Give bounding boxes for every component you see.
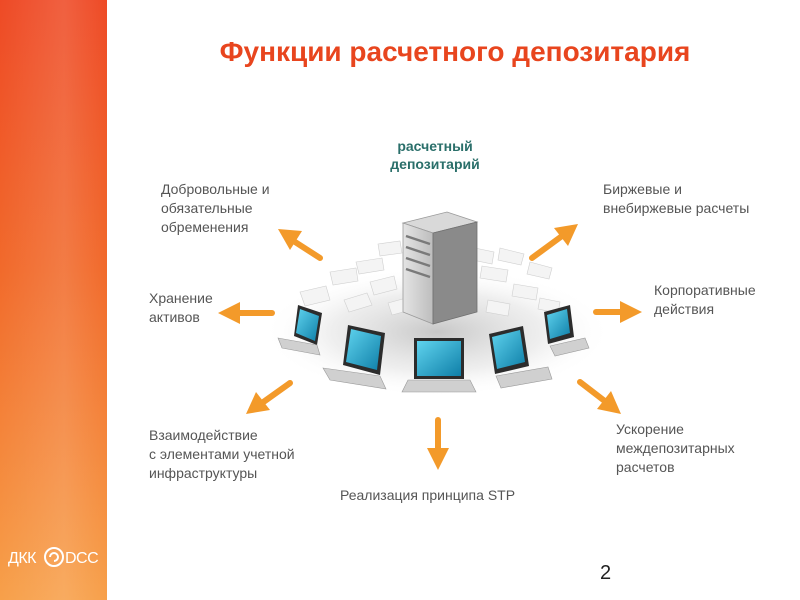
- laptop-2-display: [346, 329, 381, 370]
- paper-3: [343, 292, 373, 313]
- arrow-exchange: [529, 224, 578, 261]
- paper-4: [355, 257, 385, 275]
- label-encumbrances: Добровольные и обязательные обременения: [161, 181, 270, 235]
- paper-6: [377, 240, 403, 257]
- sidebar-band: [0, 0, 107, 600]
- arrow-interaction: [246, 380, 293, 414]
- laptop-4-display: [492, 330, 525, 369]
- laptop-3-display: [417, 341, 461, 376]
- paper-1: [299, 285, 331, 307]
- drive-bay-4: [405, 267, 431, 279]
- server-side: [432, 221, 478, 325]
- laptop-4-base: [495, 366, 553, 389]
- paper-9: [479, 265, 509, 283]
- paper-12: [526, 261, 553, 280]
- laptop-2-base: [322, 367, 387, 390]
- arrows: [218, 224, 642, 470]
- paper-14: [485, 299, 511, 317]
- center-label: расчетный депозитарий: [390, 138, 480, 172]
- laptop-3-base: [401, 379, 477, 393]
- drive-bay-2: [405, 245, 431, 257]
- label-interdepository-acceleration: Ускорение междепозитарных расчетов: [616, 421, 735, 475]
- label-corporate-actions: Корпоративные действия: [654, 282, 756, 317]
- paper-5: [369, 275, 398, 296]
- page-number: 2: [600, 562, 612, 584]
- paper-10: [497, 247, 525, 266]
- label-exchange-settlements: Биржевые и внебиржевые расчеты: [603, 181, 750, 216]
- arrow-corporate-actions: [593, 301, 642, 323]
- drive-bay-1: [405, 234, 431, 246]
- laptop-icon-3: [401, 338, 477, 393]
- arrow-asset-storage: [218, 302, 275, 324]
- arrow-stp: [427, 417, 449, 470]
- laptop-icon-2: [322, 325, 387, 390]
- drive-bay-3: [405, 256, 431, 268]
- laptop-1-base: [277, 337, 321, 356]
- server-icon: [401, 211, 479, 325]
- svg-text:ДКК: ДКК: [8, 550, 37, 567]
- label-stp-principle: Реализация принципа STP: [340, 487, 516, 503]
- laptop-5-display: [547, 309, 570, 339]
- dkk-dcc-logo: ДКК DCC: [8, 547, 99, 567]
- laptop-5-base: [549, 337, 590, 357]
- svg-text:DCC: DCC: [65, 550, 98, 567]
- label-infrastructure-interaction: Взаимодействие с элементами учетной инфр…: [149, 427, 295, 481]
- laptop-icon-4: [489, 326, 553, 389]
- slide-title: Функции расчетного депозитария: [219, 36, 691, 67]
- laptop-icon-1: [277, 305, 322, 356]
- arrow-acceleration: [577, 379, 621, 414]
- paper-2: [329, 267, 359, 286]
- laptop-1-display: [296, 309, 319, 341]
- label-asset-storage: Хранение активов: [149, 290, 213, 325]
- laptop-icon-5: [544, 305, 590, 357]
- paper-11: [511, 283, 539, 301]
- arrow-encumbrances: [278, 229, 323, 261]
- sidebar-shine: [0, 0, 107, 600]
